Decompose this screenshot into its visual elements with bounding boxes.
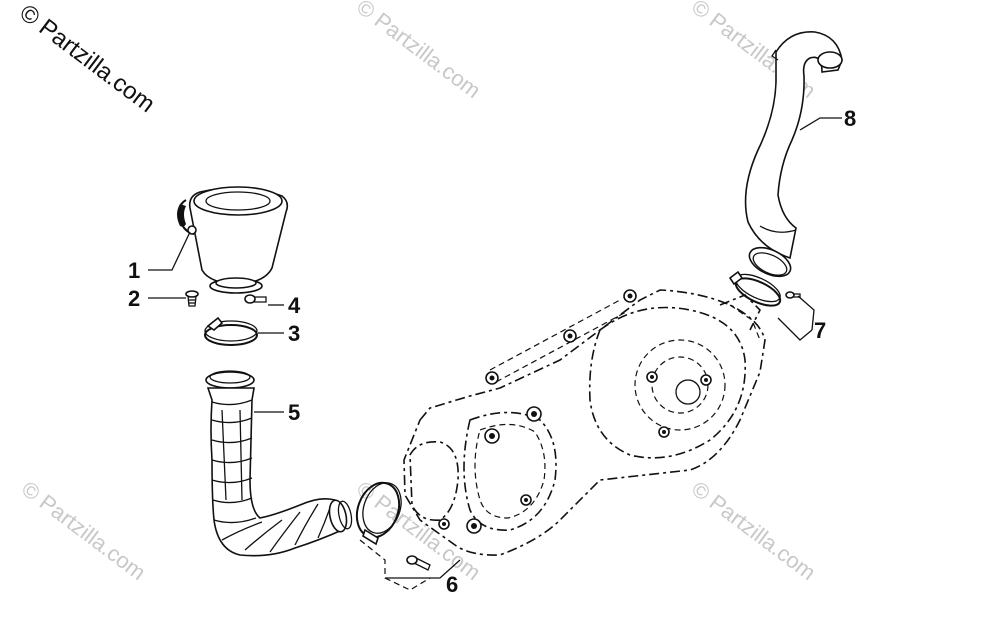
air-filter-part[interactable] xyxy=(177,186,289,294)
callout-group-3: 3 xyxy=(258,321,300,346)
callout-4: 4 xyxy=(288,293,301,318)
callout-7: 7 xyxy=(814,318,826,343)
watermark-bottom-left: © Partzilla.com xyxy=(17,476,150,585)
callout-1: 1 xyxy=(128,258,140,283)
callout-group-5: 5 xyxy=(254,400,300,425)
clamp-part-6[interactable] xyxy=(350,477,431,571)
intake-duct-part-5[interactable] xyxy=(205,370,354,557)
callout-group-7: 7 xyxy=(777,295,826,343)
screw-part-4[interactable] xyxy=(244,294,267,304)
screw-part-2[interactable] xyxy=(185,290,199,307)
watermark-main: © Partzilla.com xyxy=(14,0,159,118)
callout-group-2: 2 xyxy=(128,286,186,311)
outlet-duct-part-8[interactable] xyxy=(744,31,843,282)
watermark-bottom-center: © Partzilla.com xyxy=(352,476,485,585)
clamp-part-3[interactable] xyxy=(204,316,258,346)
callout-5: 5 xyxy=(288,400,300,425)
callout-group-1: 1 xyxy=(128,231,191,283)
callout-group-6: 6 xyxy=(359,539,461,597)
watermark-top-center: © Partzilla.com xyxy=(352,0,485,103)
callout-group-4: 4 xyxy=(268,293,301,318)
callout-8: 8 xyxy=(844,106,856,131)
callout-2: 2 xyxy=(128,286,140,311)
callout-6: 6 xyxy=(446,572,458,597)
callout-group-8: 8 xyxy=(799,106,856,131)
clamp-part-7[interactable] xyxy=(728,269,801,311)
callout-3: 3 xyxy=(288,321,300,346)
watermark-bottom-right: © Partzilla.com xyxy=(687,476,820,585)
engine-case-cover xyxy=(403,289,766,556)
